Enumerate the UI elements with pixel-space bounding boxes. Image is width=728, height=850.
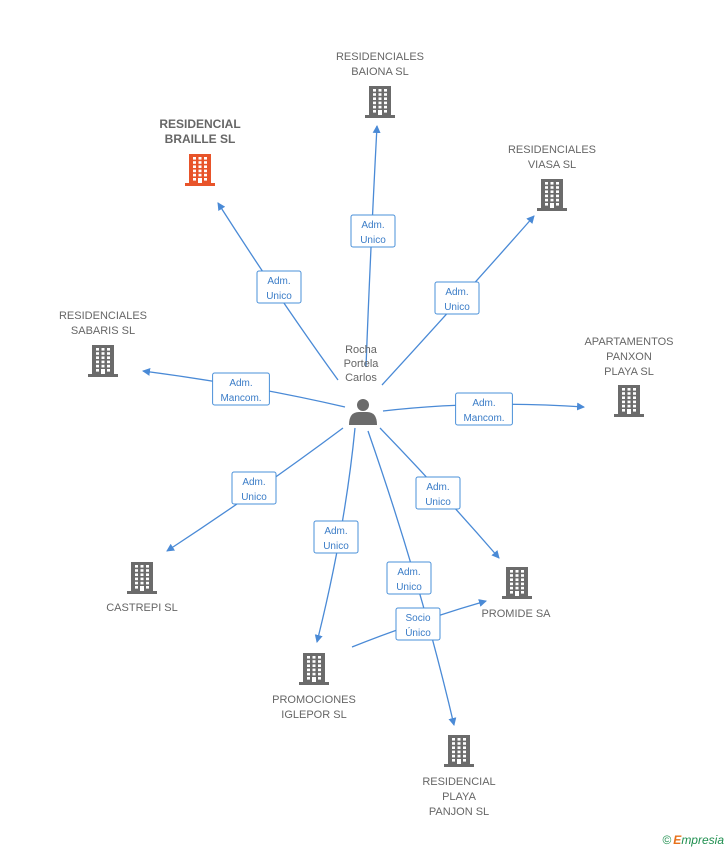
relation-role-text: Unico xyxy=(323,541,349,552)
copyright-notice: ©Empresia xyxy=(662,833,724,847)
relation-badge[interactable]: Adm. Mancom. xyxy=(455,392,513,426)
company-label-braille[interactable]: BRAILLE SL xyxy=(165,132,236,146)
company-label-viasa[interactable]: VIASA SL xyxy=(528,159,576,171)
relation-badge[interactable]: Adm. Unico xyxy=(256,270,302,304)
company-label-viasa[interactable]: RESIDENCIALES xyxy=(508,144,596,156)
company-label-panxon[interactable]: APARTAMENTOS xyxy=(584,336,673,348)
person-name-label[interactable]: Portela xyxy=(344,358,380,370)
relation-role-text: Unico xyxy=(266,291,292,302)
building-icon[interactable] xyxy=(365,86,395,118)
company-label-castrepi[interactable]: CASTREPI SL xyxy=(106,602,178,614)
company-label-panjon[interactable]: PLAYA xyxy=(442,791,476,803)
relation-badge[interactable]: Adm. Unico xyxy=(313,520,359,554)
relation-role-text: Mancom. xyxy=(463,413,504,424)
building-icon[interactable] xyxy=(614,385,644,417)
person-name-label[interactable]: Rocha xyxy=(345,344,378,356)
company-label-promide[interactable]: PROMIDE SA xyxy=(481,608,551,620)
relation-badge[interactable]: Adm. Unico xyxy=(415,476,461,510)
copyright-icon: © xyxy=(662,833,672,847)
relation-edge-person-baiona xyxy=(365,125,381,368)
relation-badge[interactable]: Adm. Mancom. xyxy=(212,372,270,406)
relation-badge[interactable]: Adm. Unico xyxy=(350,214,396,248)
relation-role-text: Adm. xyxy=(472,398,495,409)
building-icon[interactable] xyxy=(299,653,329,685)
relation-badge[interactable]: Adm. Unico xyxy=(434,281,480,315)
person-icon[interactable] xyxy=(349,399,377,425)
relation-role-text: Unico xyxy=(360,235,386,246)
company-label-baiona[interactable]: RESIDENCIALES xyxy=(336,51,424,63)
relation-role-text: Adm. xyxy=(361,220,384,231)
relation-role-text: Adm. xyxy=(324,526,347,537)
relation-role-text: Mancom. xyxy=(220,393,261,404)
relation-role-text: Unico xyxy=(241,492,267,503)
company-label-iglepor[interactable]: IGLEPOR SL xyxy=(281,709,346,721)
building-icon[interactable] xyxy=(444,735,474,767)
company-label-panxon[interactable]: PLAYA SL xyxy=(604,366,654,378)
relation-role-text: Adm. xyxy=(229,378,252,389)
relation-role-text: Unico xyxy=(396,582,422,593)
company-label-panjon[interactable]: PANJON SL xyxy=(429,806,489,818)
building-icon[interactable] xyxy=(502,567,532,599)
company-label-braille[interactable]: RESIDENCIAL xyxy=(159,117,240,131)
relation-role-text: Unico xyxy=(444,302,470,313)
building-icon[interactable] xyxy=(537,179,567,211)
building-icon[interactable] xyxy=(88,345,118,377)
company-label-sabaris[interactable]: RESIDENCIALES xyxy=(59,310,147,322)
relation-badge[interactable]: Adm. Unico xyxy=(386,561,432,595)
relation-role-text: Adm. xyxy=(445,287,468,298)
relation-role-text: Unico xyxy=(425,497,451,508)
relation-role-text: Adm. xyxy=(397,567,420,578)
brand-logo-text: mpresia xyxy=(681,833,724,847)
company-label-panxon[interactable]: PANXON xyxy=(606,351,652,363)
company-label-baiona[interactable]: BAIONA SL xyxy=(351,66,408,78)
relation-badge[interactable]: Adm. Unico xyxy=(231,471,277,505)
brand-logo-initial: E xyxy=(673,833,682,847)
relation-role-text: Adm. xyxy=(426,482,449,493)
person-name-label[interactable]: Carlos xyxy=(345,372,377,384)
company-label-sabaris[interactable]: SABARIS SL xyxy=(71,325,135,337)
company-label-panjon[interactable]: RESIDENCIAL xyxy=(422,776,495,788)
building-icon[interactable] xyxy=(127,562,157,594)
relation-role-text: Adm. xyxy=(242,477,265,488)
relation-role-text: Adm. xyxy=(267,276,290,287)
company-label-iglepor[interactable]: PROMOCIONES xyxy=(272,694,356,706)
building-icon[interactable] xyxy=(185,154,215,186)
relation-role-text: Único xyxy=(405,626,431,639)
relation-role-text: Socio xyxy=(405,613,430,624)
